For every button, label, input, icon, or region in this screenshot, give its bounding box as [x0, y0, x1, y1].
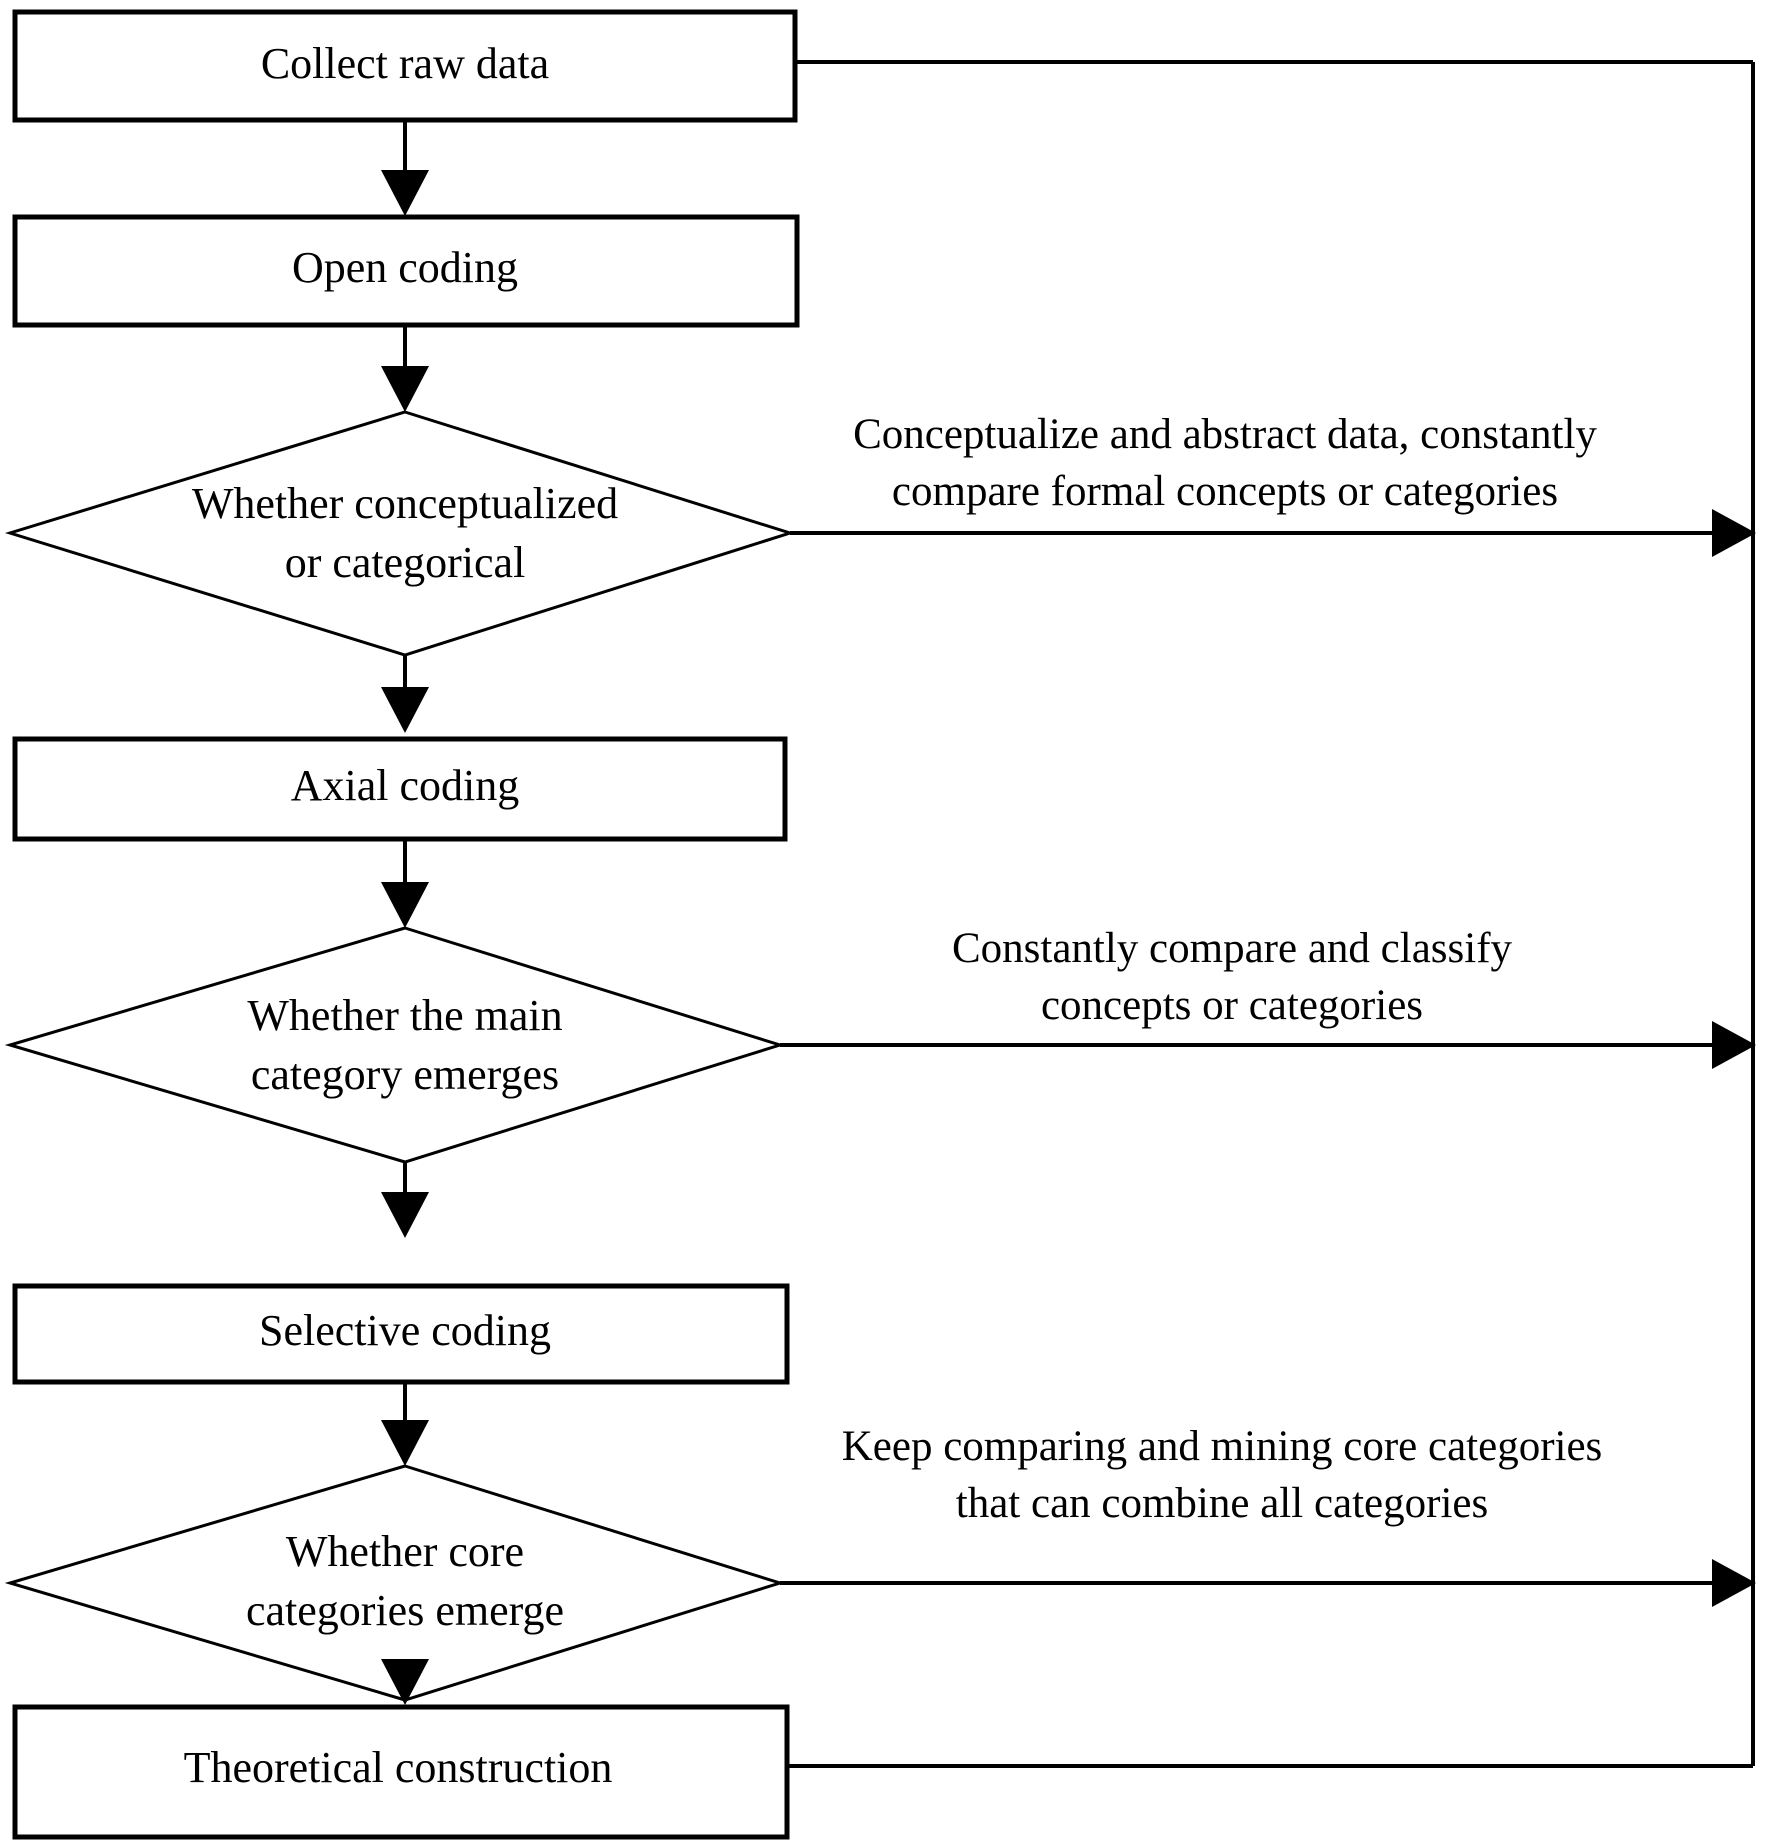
node-selective-coding[interactable] — [12, 1283, 790, 1385]
edge-label-classify-line2: concepts or categories — [1041, 982, 1423, 1029]
arrowhead-decision-conceptualized — [381, 366, 429, 412]
arrowhead-decision2-right — [1712, 1021, 1756, 1069]
edge-label-mining-core-line1: Keep comparing and mining core categorie… — [842, 1423, 1603, 1470]
edge-label-conceptualize-line2: compare formal concepts or categories — [892, 468, 1558, 515]
node-open-coding-label: Open coding — [292, 243, 518, 292]
arrowhead-decision1-right — [1712, 509, 1756, 557]
arrowhead-decision3-right — [1712, 1559, 1756, 1607]
node-axial-coding[interactable] — [12, 736, 788, 842]
edge-label-mining-core-line2: that can combine all categories — [956, 1480, 1488, 1527]
node-collect-raw-data-label: Collect raw data — [261, 39, 549, 88]
node-selective-coding-label: Selective coding — [259, 1306, 551, 1355]
node-decision-core-categories-label-line2: categories emerge — [246, 1586, 564, 1635]
node-decision-main-category[interactable] — [4, 926, 786, 1164]
node-decision-main-category-label-line2: category emerges — [251, 1050, 559, 1099]
node-decision-main-category-label-line1: Whether the main — [247, 991, 562, 1040]
node-open-coding[interactable] — [12, 214, 800, 328]
node-axial-coding-label: Axial coding — [291, 761, 520, 810]
node-decision-conceptualized-label-line1: Whether conceptualized — [192, 479, 618, 528]
arrowhead-selective-coding — [381, 1192, 429, 1238]
node-collect-raw-data[interactable] — [12, 9, 798, 123]
node-decision-core-categories-label-line1: Whether core — [286, 1527, 524, 1576]
arrowhead-theoretical-construction — [381, 1659, 429, 1705]
node-theoretical-construction[interactable] — [12, 1704, 790, 1840]
arrowhead-axial-coding — [381, 687, 429, 733]
arrowhead-decision-core-categories — [381, 1420, 429, 1466]
arrowhead-open-coding — [381, 170, 429, 216]
edge-label-conceptualize-line1: Conceptualize and abstract data, constan… — [853, 411, 1597, 458]
edge-label-classify-line1: Constantly compare and classify — [952, 925, 1513, 972]
node-decision-conceptualized[interactable] — [4, 410, 795, 657]
node-decision-conceptualized-label-line2: or categorical — [285, 538, 526, 587]
arrowhead-decision-main-category — [381, 882, 429, 928]
node-theoretical-construction-label: Theoretical construction — [184, 1743, 613, 1792]
